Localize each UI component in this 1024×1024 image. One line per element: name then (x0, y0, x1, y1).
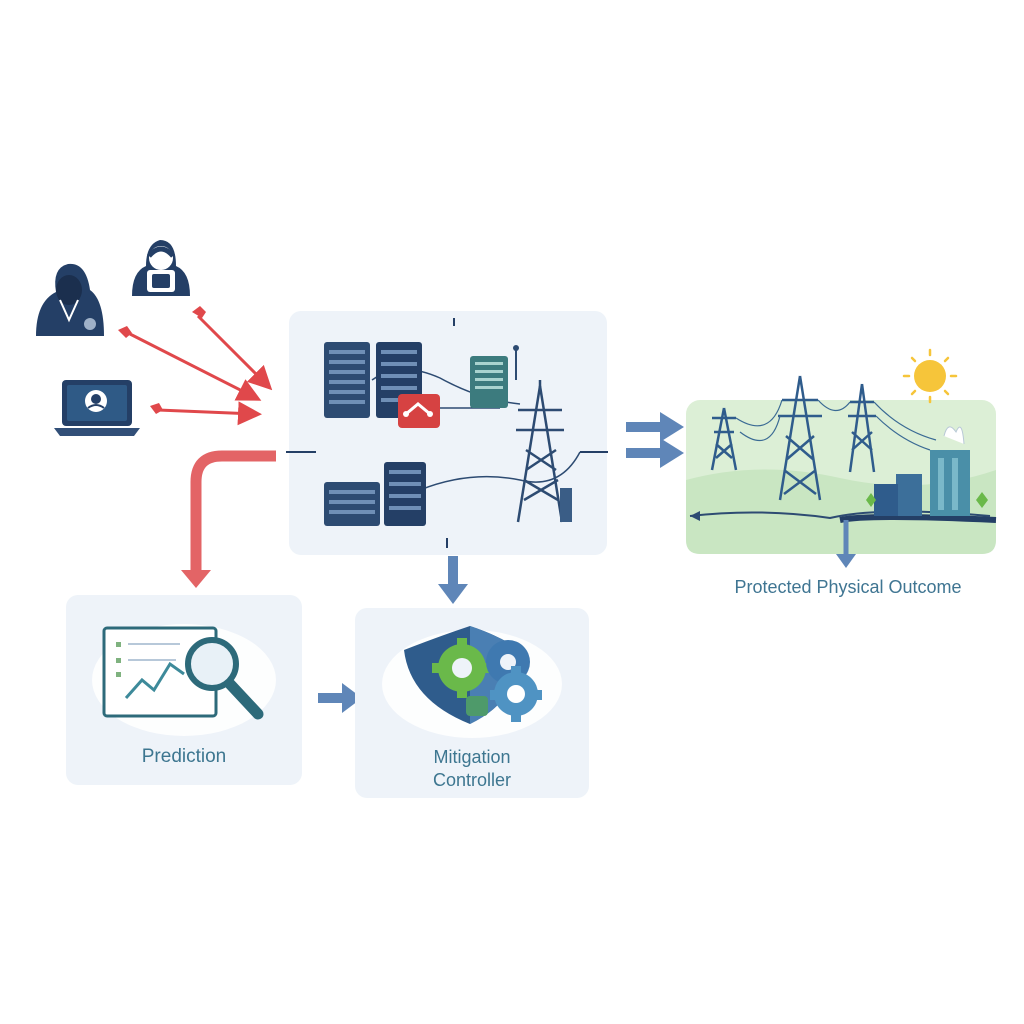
shield-gears-icon (404, 626, 542, 724)
alert-node-icon (398, 394, 440, 428)
mitigation-controller-label: Mitigation Controller (355, 746, 589, 792)
attack-to-prediction-arrow (181, 450, 276, 588)
prediction-to-mitigation-arrow (318, 683, 362, 713)
to-mitigation-arrow (438, 556, 468, 604)
protected-outcome-label: Protected Physical Outcome (734, 577, 962, 597)
compromised-laptop-icon (54, 380, 140, 436)
transmission-tower-icon (516, 380, 572, 523)
mitigation-label-line1: Mitigation (433, 747, 511, 767)
control-cabinet-icon (470, 345, 519, 408)
server-rack-icon (324, 462, 426, 526)
chart-magnifier-icon (102, 626, 264, 720)
sun-icon (902, 348, 958, 404)
attack-arrows (118, 306, 273, 426)
transmission-tower-icon (710, 375, 937, 501)
hooded-attacker-icon (36, 263, 104, 336)
prediction-label: Prediction (141, 746, 227, 767)
to-outcome-arrows (626, 412, 684, 468)
mitigation-label-line2: Controller (432, 770, 512, 790)
city-buildings-icon (866, 426, 988, 516)
hacker-icon (132, 240, 190, 296)
